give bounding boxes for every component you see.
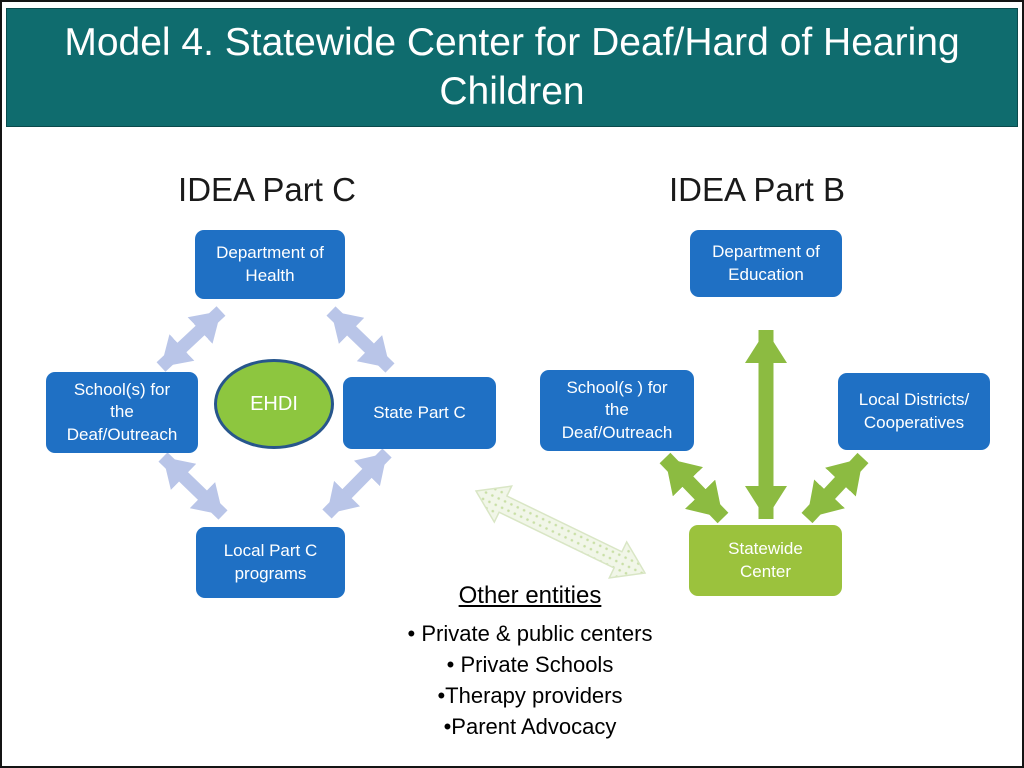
node-ehdi-ellipse: EHDI <box>214 359 334 449</box>
slide-title: Model 4. Statewide Center for Deaf/Hard … <box>64 20 960 113</box>
node-statewide-center: Statewide Center <box>689 525 842 596</box>
node-department-of-education: Department of Education <box>690 230 842 297</box>
node-schools-for-the-deaf-part-b: School(s ) for the Deaf/Outreach <box>540 370 694 451</box>
other-entities-item-4: •Parent Advocacy <box>443 714 617 739</box>
other-entities-note: Other entities • Private & public center… <box>380 582 680 742</box>
arrow-depthealth-statepartc <box>326 306 395 373</box>
other-entities-item-2: • Private Schools <box>446 652 614 677</box>
slide-header: Model 4. Statewide Center for Deaf/Hard … <box>6 8 1018 127</box>
arrow-statepartc-localpartc <box>322 448 392 519</box>
other-entities-item-1: • Private & public centers <box>407 621 653 646</box>
arrow-schoolsb-statewidecenter <box>659 452 729 524</box>
other-entities-heading: Other entities <box>458 582 602 609</box>
arrow-schools-localpartc <box>158 452 228 520</box>
arrow-otherentities-statewidecenter <box>474 485 647 579</box>
arrow-districts-statewidecenter <box>801 452 869 524</box>
other-entities-item-3: •Therapy providers <box>437 683 623 708</box>
node-local-part-c-programs: Local Part C programs <box>196 527 345 598</box>
heading-idea-part-b: IDEA Part B <box>668 171 846 208</box>
node-schools-for-the-deaf-part-c: School(s) for the Deaf/Outreach <box>46 372 198 453</box>
arrow-depthealth-schools <box>156 306 226 372</box>
node-local-districts-cooperatives: Local Districts/ Cooperatives <box>838 373 990 450</box>
node-department-of-health: Department of Health <box>195 230 345 299</box>
heading-idea-part-c: IDEA Part C <box>178 171 356 208</box>
node-state-part-c: State Part C <box>343 377 496 449</box>
